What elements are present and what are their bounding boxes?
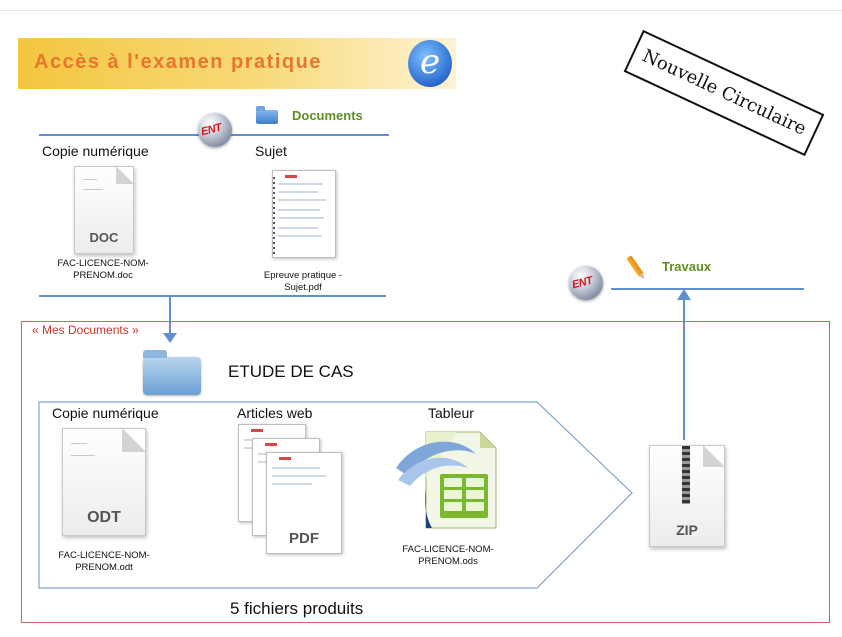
odt-filename: FAC-LICENCE-NOM- PRENOM.odt	[58, 550, 150, 573]
down-arrow-head	[163, 333, 177, 343]
ent-globe-icon: ENT	[198, 113, 232, 147]
zip-file-icon[interactable]: ZIP	[649, 445, 725, 547]
zip-ext-label: ZIP	[676, 522, 698, 538]
etude-de-cas-title: ETUDE DE CAS	[228, 362, 354, 381]
pdf-ext-label: PDF	[289, 530, 319, 547]
folder-icon	[256, 106, 278, 124]
ent-globe-icon: ENT	[569, 266, 603, 300]
odt-file-icon[interactable]: ODT	[62, 428, 146, 536]
sujet-filename: Epreuve pratique - Sujet.pdf	[263, 270, 343, 293]
travaux-divider	[611, 288, 804, 290]
articles-web-label: Articles web	[237, 405, 313, 421]
top-divider	[0, 10, 842, 11]
pdf-file-icon[interactable]: PDF	[266, 452, 342, 554]
odt-ext-label: ODT	[87, 509, 121, 526]
documents-bottom-divider	[39, 295, 386, 297]
doc-ext-label: DOC	[89, 230, 119, 245]
fichiers-produits-caption: 5 fichiers produits	[230, 599, 364, 618]
ods-filename: FAC-LICENCE-NOM- PRENOM.ods	[402, 544, 494, 567]
copie-numerique-label: Copie numérique	[52, 405, 159, 421]
tableur-label: Tableur	[428, 405, 474, 421]
title-banner: Accès à l'examen pratique e	[18, 38, 456, 89]
sujet-pdf-icon[interactable]	[272, 170, 336, 258]
mes-documents-label: « Mes Documents »	[32, 323, 139, 337]
etude-folder-icon[interactable]	[143, 350, 201, 395]
files-chevron	[38, 401, 633, 589]
up-arrow-head	[677, 289, 691, 300]
zipper-icon	[682, 446, 690, 504]
sujet-label: Sujet	[255, 143, 287, 159]
documents-label: Documents	[292, 108, 363, 123]
mes-documents-box	[21, 321, 830, 623]
ods-spreadsheet-icon[interactable]	[396, 428, 500, 532]
e-logo-icon: e	[408, 40, 452, 87]
banner-title: Accès à l'examen pratique	[34, 51, 322, 73]
doc-file-icon[interactable]: DOC	[74, 166, 134, 254]
doc-filename: FAC-LICENCE-NOM- PRENOM.doc	[57, 258, 149, 281]
copie-numerique-label: Copie numérique	[42, 143, 149, 159]
travaux-label: Travaux	[662, 259, 712, 274]
